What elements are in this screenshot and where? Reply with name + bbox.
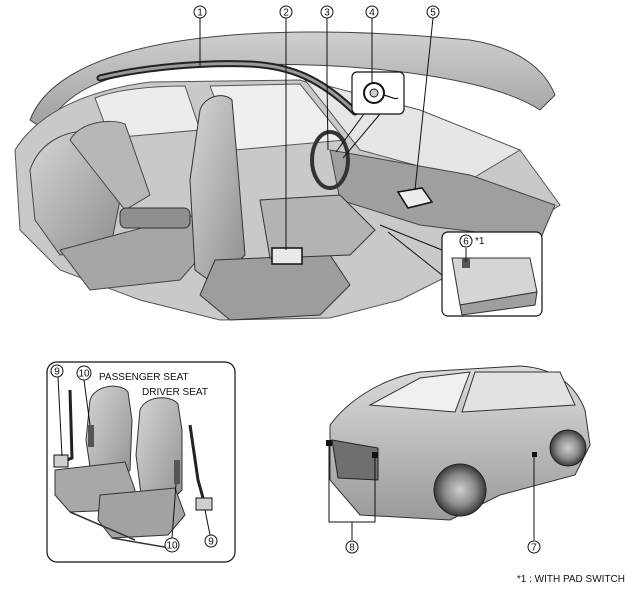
- passenger-belt-retractor: [53, 454, 69, 468]
- leader-3b: [326, 79, 329, 151]
- callout-6: 6 *1: [459, 234, 485, 248]
- passenger-seat-label: PASSENGER SEAT: [99, 372, 189, 383]
- steering-wheel: [310, 130, 350, 190]
- rear-armrest: [119, 207, 191, 229]
- svg-text:4: 4: [369, 8, 375, 19]
- callout-9-left: 9: [50, 364, 64, 378]
- car-front-wheel: [433, 463, 487, 517]
- car-grille: [331, 439, 379, 481]
- svg-text:2: 2: [283, 8, 289, 19]
- leader-9-left: [57, 376, 63, 457]
- glove-box-inset: [379, 224, 543, 317]
- svg-text:1: 1: [197, 8, 203, 19]
- callout-6-note: *1: [475, 236, 485, 247]
- passenger-side-air-bag: [88, 425, 94, 447]
- leader-9-right: [204, 509, 211, 536]
- inset-leader-glove-box: [379, 224, 443, 251]
- leader-10-top: [83, 379, 91, 426]
- svg-text:10: 10: [78, 369, 90, 380]
- driver-seat-label: DRIVER SEAT: [142, 387, 208, 398]
- driver-seat-belt: [188, 424, 207, 506]
- callout-10-top: 10: [76, 365, 92, 381]
- front-crash-sensor-right: [372, 452, 378, 458]
- svg-text:9: 9: [208, 537, 214, 548]
- front-crash-sensor-left: [326, 440, 332, 446]
- inset-leader-clock-spring: [335, 113, 365, 153]
- svg-text:7: 7: [531, 543, 537, 554]
- svg-text:3: 3: [324, 8, 330, 19]
- svg-text:9: 9: [54, 367, 60, 378]
- leader-lines: [57, 17, 535, 540]
- clock-spring-hub-icon: [369, 88, 379, 98]
- center-console: [259, 194, 376, 259]
- callout-5: 5: [426, 5, 440, 19]
- callout-1: 1: [193, 5, 207, 19]
- svg-text:10: 10: [166, 541, 178, 552]
- svg-text:5: 5: [430, 8, 436, 19]
- rear-seat-back-center: [69, 120, 151, 211]
- inset-leader-glove-box-2: [387, 231, 443, 276]
- car-windshield: [368, 371, 471, 413]
- driver-side-air-bag: [174, 460, 180, 484]
- side-crash-sensor: [532, 452, 537, 457]
- callouts: 1 2 3 4 5 6 *1 7 8: [50, 5, 541, 554]
- clock-spring-icon: [363, 82, 385, 104]
- sas-unit: [271, 247, 303, 265]
- inset-leader-clock-spring-2: [342, 113, 381, 159]
- passenger-air-bag-module: [396, 187, 434, 209]
- curtain-air-bag-highlight: [98, 62, 357, 114]
- clock-spring-inset: [335, 71, 405, 159]
- glove-box-lid: [459, 291, 538, 316]
- seats-detail-inset: [46, 361, 236, 563]
- pad-switch-icon: [462, 258, 470, 268]
- footnote: *1 : WITH PAD SWITCH: [516, 574, 625, 585]
- callout-10-bottom: 10: [164, 537, 180, 553]
- svg-text:6: 6: [463, 237, 469, 248]
- leader-5: [414, 17, 434, 191]
- seat-rail-left: [69, 511, 136, 541]
- callout-7: 7: [527, 540, 541, 554]
- car-rear-wheel: [549, 429, 587, 467]
- clock-spring-connector-icon: [382, 94, 399, 100]
- callout-3: 3: [320, 5, 334, 19]
- callout-9-right: 9: [204, 534, 218, 548]
- car-side-windows: [461, 371, 576, 413]
- callout-4: 4: [365, 5, 379, 19]
- driver-seat-cushion: [97, 487, 186, 539]
- driver-belt-retractor: [195, 497, 213, 511]
- callout-2: 2: [279, 5, 293, 19]
- svg-text:8: 8: [349, 543, 355, 554]
- exterior-view: [326, 365, 591, 521]
- callout-8: 8: [345, 540, 359, 554]
- seat-rail-right: [111, 537, 171, 549]
- leader-10-bottom: [171, 483, 177, 539]
